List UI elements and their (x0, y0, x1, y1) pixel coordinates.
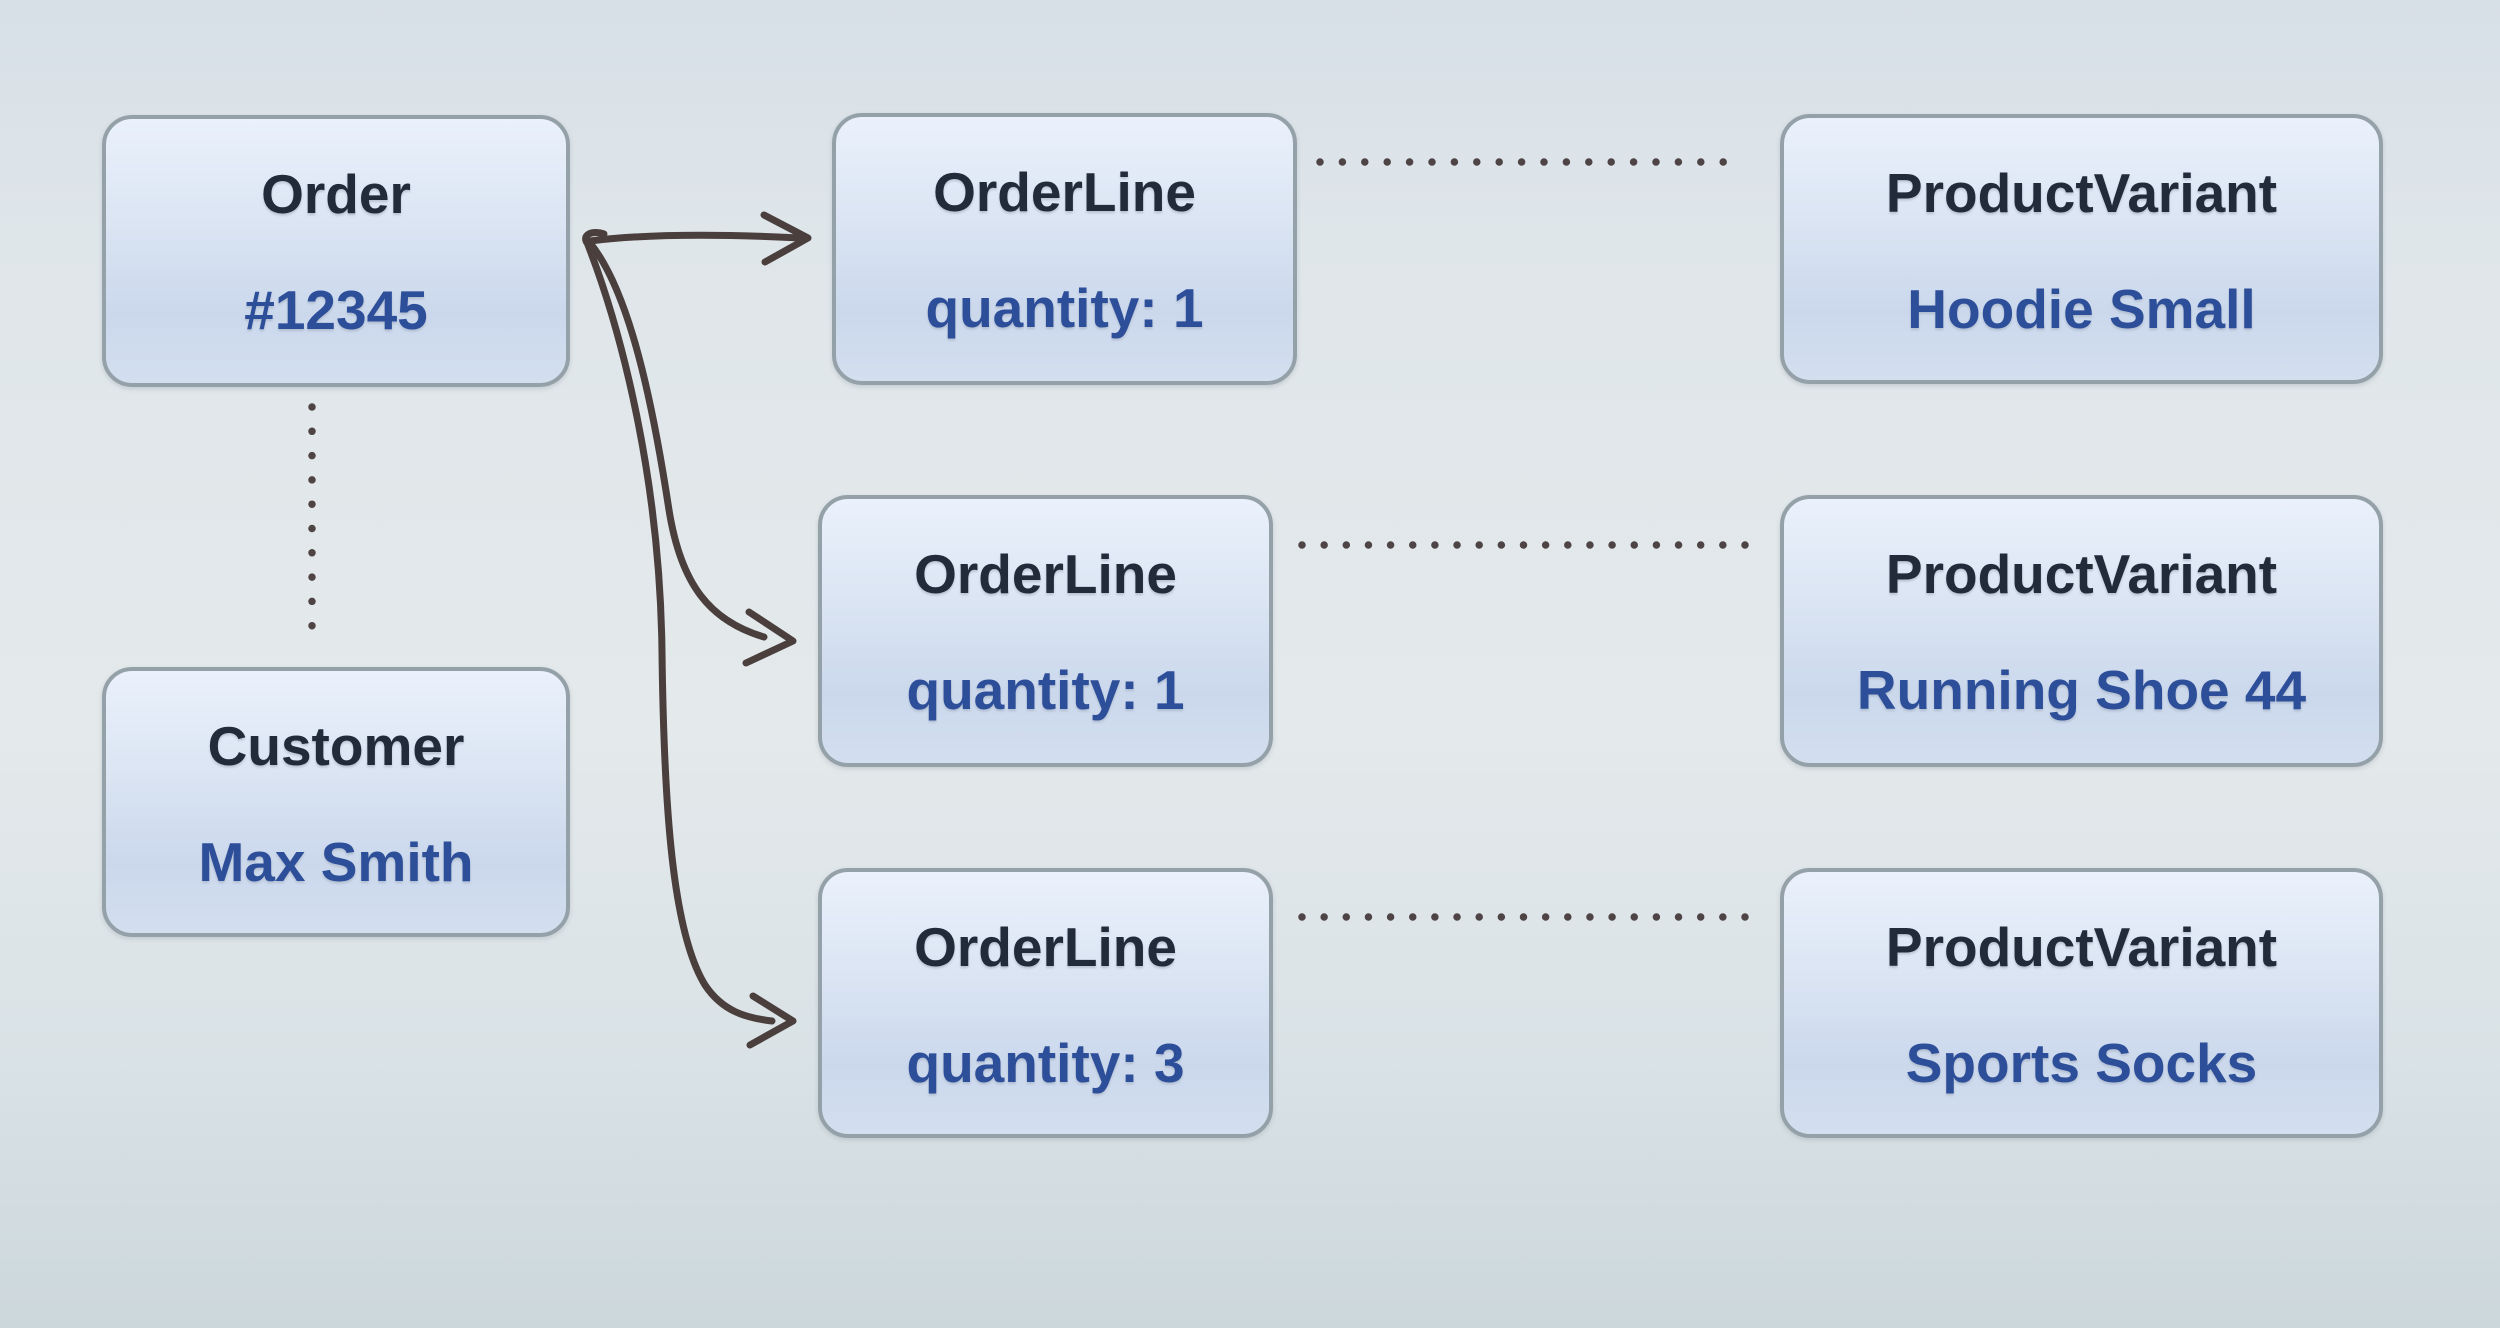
order-orderline2-arrowhead-icon (742, 608, 797, 667)
order-orderline3-arrow (584, 241, 776, 1025)
productvariant-node-title: ProductVariant (1885, 543, 2278, 605)
customer-node-title: Customer (207, 715, 465, 777)
productvariant-node-title: ProductVariant (1885, 916, 2278, 978)
order-node-value: #12345 (244, 279, 428, 341)
orderline-node-1: OrderLine quantity: 1 (832, 113, 1297, 385)
customer-node-value: Max Smith (198, 831, 474, 893)
order-orderline2-arrow (586, 239, 768, 641)
productvariant-node-2: ProductVariant Running Shoe 44 (1780, 495, 2383, 767)
orderline-node-title: OrderLine (914, 916, 1177, 978)
order-orderline1-arrow (586, 231, 804, 245)
orderline-node-value: quantity: 1 (906, 659, 1185, 721)
orderline-node-value: quantity: 3 (906, 1032, 1185, 1094)
order-node: Order #12345 (102, 115, 570, 387)
customer-node: Customer Max Smith (102, 667, 570, 937)
orderline-node-2: OrderLine quantity: 1 (818, 495, 1273, 767)
productvariant-node-value: Hoodie Small (1907, 278, 2256, 340)
productvariant-node-title: ProductVariant (1885, 162, 2278, 224)
order-orderline3-arrowhead-icon (746, 992, 797, 1049)
productvariant-node-1: ProductVariant Hoodie Small (1780, 114, 2383, 384)
orderline-node-3: OrderLine quantity: 3 (818, 868, 1273, 1138)
orderline-node-title: OrderLine (914, 543, 1177, 605)
order-orderline1-arrowhead-icon (760, 211, 812, 266)
productvariant-node-value: Running Shoe 44 (1856, 659, 2307, 721)
productvariant-node-3: ProductVariant Sports Socks (1780, 868, 2383, 1138)
orderline-node-value: quantity: 1 (925, 277, 1204, 339)
orderline-node-title: OrderLine (933, 161, 1196, 223)
productvariant-node-value: Sports Socks (1905, 1032, 2258, 1094)
order-node-title: Order (261, 163, 411, 225)
